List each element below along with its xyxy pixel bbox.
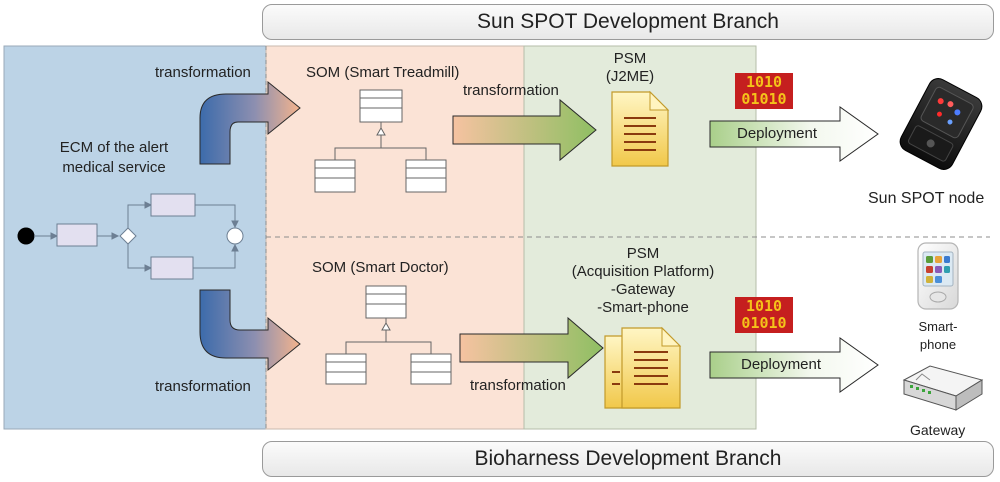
smartphone-label-line1: Smart-	[918, 319, 958, 334]
som-class-diagram-top	[314, 89, 447, 193]
som-title-bottom: SOM (Smart Doctor)	[312, 259, 449, 276]
activity-box	[150, 193, 196, 217]
transformation-label-bottom-left: transformation	[155, 378, 251, 395]
deployment-arrow-bottom	[709, 337, 879, 393]
sunspot-branch-label: Sun SPOT Development Branch	[477, 10, 779, 33]
smartphone-label-line2: phone	[919, 337, 957, 352]
psm-document-icon-bottom	[604, 326, 682, 409]
smartphone-label: Smart- phone	[908, 318, 968, 354]
binary-top-line1: 1010	[745, 74, 783, 91]
deployment-label-top: Deployment	[737, 125, 818, 142]
transformation-label-top-mid: transformation	[463, 82, 559, 99]
sunspot-node-label: Sun SPOT node	[868, 190, 985, 207]
ecm-activity-diagram	[17, 193, 244, 280]
transformation-label-top-left: transformation	[155, 64, 251, 81]
smartphone-icon	[917, 242, 959, 310]
activity-box	[56, 223, 98, 247]
activity-box	[150, 256, 194, 280]
gateway-icon	[902, 365, 984, 411]
transformation-arrow-bottom	[199, 289, 301, 372]
start-node	[17, 227, 35, 245]
sunspot-node-icon	[899, 78, 983, 170]
sunspot-branch-title: Sun SPOT Development Branch	[262, 4, 994, 40]
gateway-label: Gateway	[910, 422, 966, 438]
ecm-label: ECM of the alert medical service	[34, 138, 194, 178]
transformation-arrow-som-psm-bottom	[459, 316, 604, 380]
binary-code-icon-top	[735, 73, 793, 109]
binary-code-icon-bottom	[735, 297, 793, 333]
deployment-label-bottom: Deployment	[741, 356, 822, 373]
psm-document-icon-top	[611, 90, 670, 167]
psm-title-top: PSM (J2ME)	[590, 50, 670, 86]
psm-bottom-line4: -Smart-phone	[597, 299, 689, 316]
bioharness-branch-title: Bioharness Development Branch	[262, 441, 994, 477]
ecm-label-line1: ECM of the alert	[59, 139, 169, 156]
binary-bottom-line1: 1010	[745, 298, 783, 315]
psm-bottom-line1: PSM	[626, 245, 660, 262]
psm-bottom-line3: -Gateway	[610, 281, 676, 298]
deployment-arrow-top	[709, 106, 879, 162]
bioharness-branch-label: Bioharness Development Branch	[474, 447, 782, 470]
som-class-diagram-bottom	[325, 285, 452, 385]
binary-bottom-line2: 01010	[741, 314, 787, 332]
binary-top-line2: 01010	[741, 90, 787, 108]
transformation-label-bottom-mid: transformation	[470, 377, 566, 394]
psm-bottom-line2: (Acquisition Platform)	[571, 263, 715, 280]
som-title-top: SOM (Smart Treadmill)	[306, 64, 460, 81]
transformation-arrow-top	[199, 80, 301, 165]
transformation-arrow-som-psm-top	[452, 98, 597, 162]
ecm-label-line2: medical service	[62, 159, 166, 176]
psm-top-line2: (J2ME)	[605, 68, 655, 85]
psm-title-bottom: PSM (Acquisition Platform) -Gateway -Sma…	[548, 245, 738, 317]
binary-text-top: 1010 01010	[735, 74, 793, 108]
psm-top-line1: PSM	[613, 50, 647, 67]
merge-node	[226, 227, 244, 245]
binary-text-bottom: 1010 01010	[735, 298, 793, 332]
